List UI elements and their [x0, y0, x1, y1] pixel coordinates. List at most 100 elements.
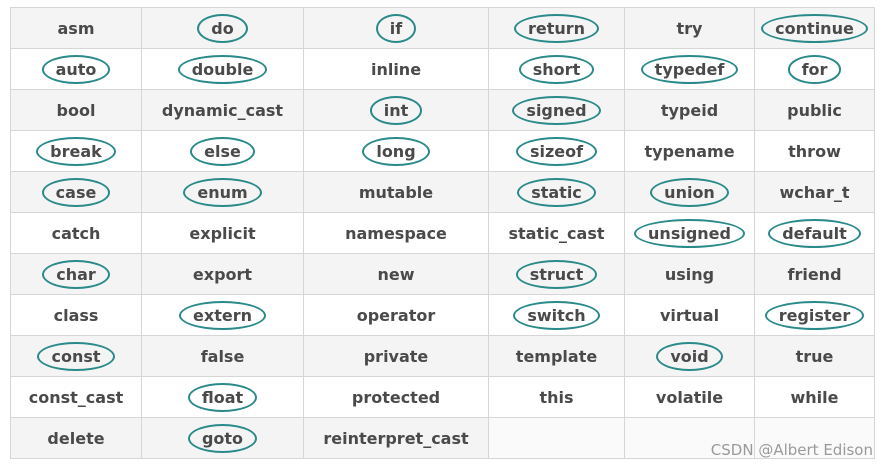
- table-cell: dynamic_cast: [141, 89, 304, 131]
- keyword: inline: [370, 59, 422, 79]
- table-cell: friend: [754, 253, 875, 295]
- table-cell: using: [624, 253, 755, 295]
- keyword-circled: signed: [512, 95, 601, 125]
- keyword-circled: const: [37, 341, 115, 371]
- table-cell: const_cast: [10, 376, 142, 418]
- keyword: throw: [788, 141, 841, 161]
- table-cell: try: [624, 7, 755, 49]
- keyword-circled: auto: [41, 54, 111, 84]
- table-cell: while: [754, 376, 875, 418]
- table-cell: typename: [624, 130, 755, 172]
- keyword: protected: [351, 387, 441, 407]
- keyword-circled: int: [369, 95, 423, 125]
- keyword-circled: return: [513, 13, 600, 43]
- table-cell: goto: [141, 417, 304, 459]
- keyword-circled: sizeof: [515, 136, 598, 166]
- table-cell: [624, 417, 755, 459]
- table-cell: protected: [303, 376, 489, 418]
- keyword-circled: else: [190, 136, 255, 166]
- table-row: const false private template void true: [10, 335, 875, 377]
- keyword: template: [515, 346, 598, 366]
- keyword: using: [664, 264, 715, 284]
- table-cell: export: [141, 253, 304, 295]
- table-cell: auto: [10, 48, 142, 90]
- table-cell: typedef: [624, 48, 755, 90]
- table-cell: true: [754, 335, 875, 377]
- table-cell: short: [488, 48, 625, 90]
- table-cell: delete: [10, 417, 142, 459]
- table-cell: inline: [303, 48, 489, 90]
- table-cell: [754, 417, 875, 459]
- keyword: delete: [47, 428, 105, 448]
- table-cell: mutable: [303, 171, 489, 213]
- keyword: namespace: [345, 223, 447, 243]
- table-row: break else long sizeof typename throw: [10, 130, 875, 172]
- keyword-circled: register: [764, 300, 865, 330]
- table-cell: public: [754, 89, 875, 131]
- keyword-circled: extern: [179, 300, 266, 330]
- keyword: virtual: [659, 305, 720, 325]
- keyword: bool: [56, 100, 96, 120]
- table-cell: catch: [10, 212, 142, 254]
- keyword-circled: goto: [187, 423, 258, 453]
- table-cell: signed: [488, 89, 625, 131]
- table-cell: false: [141, 335, 304, 377]
- table-cell: register: [754, 294, 875, 336]
- table-cell: volatile: [624, 376, 755, 418]
- keyword: dynamic_cast: [161, 100, 284, 120]
- table-cell: float: [141, 376, 304, 418]
- keyword-circled: enum: [183, 177, 262, 207]
- keyword: false: [200, 346, 245, 366]
- table-cell: struct: [488, 253, 625, 295]
- table-cell: virtual: [624, 294, 755, 336]
- keyword-circled: static: [517, 177, 596, 207]
- table-cell: default: [754, 212, 875, 254]
- table-cell: this: [488, 376, 625, 418]
- table-cell: if: [303, 7, 489, 49]
- table-cell: for: [754, 48, 875, 90]
- table-cell: private: [303, 335, 489, 377]
- keyword: true: [795, 346, 834, 366]
- table-cell: wchar_t: [754, 171, 875, 213]
- keyword-circled: do: [197, 13, 248, 43]
- keyword-circled: break: [36, 136, 116, 166]
- table-cell: sizeof: [488, 130, 625, 172]
- keyword: reinterpret_cast: [323, 428, 469, 448]
- table-cell: char: [10, 253, 142, 295]
- keyword-circled: struct: [515, 259, 598, 289]
- table-cell: switch: [488, 294, 625, 336]
- table-cell: case: [10, 171, 142, 213]
- keyword: operator: [356, 305, 436, 325]
- keyword-circled: default: [768, 218, 861, 248]
- table-cell: typeid: [624, 89, 755, 131]
- table-cell: unsigned: [624, 212, 755, 254]
- keyword-circled: switch: [513, 300, 600, 330]
- keyword: typename: [644, 141, 735, 161]
- table-cell: int: [303, 89, 489, 131]
- table-cell: long: [303, 130, 489, 172]
- keyword: try: [676, 18, 703, 38]
- keyword: friend: [787, 264, 842, 284]
- table-cell: void: [624, 335, 755, 377]
- table-cell: throw: [754, 130, 875, 172]
- table-cell: extern: [141, 294, 304, 336]
- keyword-circled: void: [656, 341, 723, 371]
- keyword-circled: short: [518, 54, 595, 84]
- table-cell: [488, 417, 625, 459]
- table-cell: return: [488, 7, 625, 49]
- keyword: class: [53, 305, 99, 325]
- keyword-circled: union: [650, 177, 729, 207]
- keyword-circled: double: [177, 54, 268, 84]
- table-cell: operator: [303, 294, 489, 336]
- keyword-circled: unsigned: [634, 218, 745, 248]
- table-cell: explicit: [141, 212, 304, 254]
- table-cell: template: [488, 335, 625, 377]
- table-cell: do: [141, 7, 304, 49]
- keyword: this: [539, 387, 574, 407]
- table-cell: class: [10, 294, 142, 336]
